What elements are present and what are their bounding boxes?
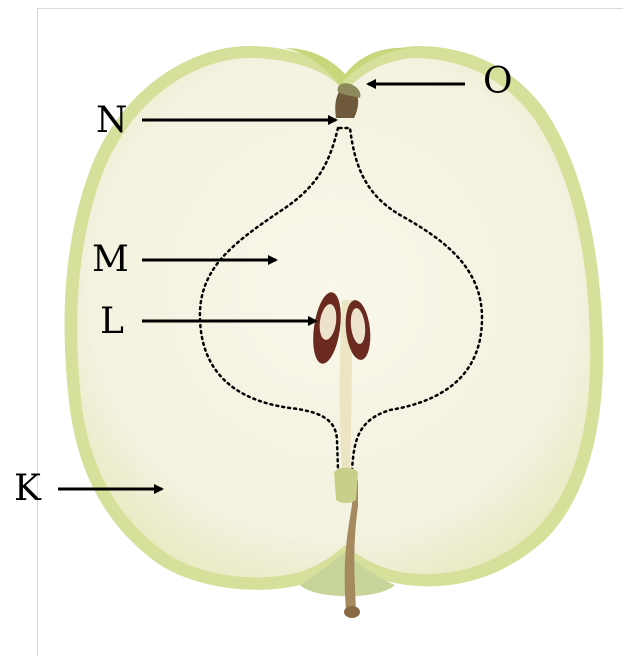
label-n: N — [96, 103, 128, 139]
bottom-stalk-node — [334, 468, 358, 504]
stalk-end — [344, 606, 360, 618]
label-o: O — [483, 64, 513, 100]
label-m: M — [92, 242, 129, 278]
label-k: K — [14, 471, 41, 507]
label-l: L — [100, 304, 124, 340]
